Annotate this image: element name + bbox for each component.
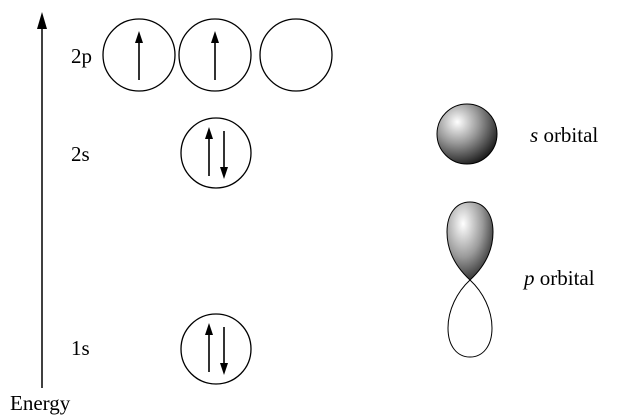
orbital-box-2p-2 [178,18,252,92]
level-2p: 2p [71,18,333,92]
p-orbital-lower-lobe-icon [447,279,493,358]
level-label-2s: 2s [71,142,90,166]
spin-up-arrow-icon [211,31,219,80]
level-label-2p: 2p [71,44,92,68]
energy-axis-label: Energy [10,391,71,415]
p-orbital-letter: p [522,266,535,290]
p-orbital-word: orbital [540,266,595,290]
p-orbital-upper-lobe-icon [446,201,494,281]
level-2s: 2s [71,117,252,189]
s-orbital-sphere-icon [436,103,498,165]
spin-down-arrow-icon [220,131,228,179]
spin-up-arrow-icon [205,127,213,176]
svg-text:s orbital: s orbital [530,123,598,147]
level-1s: 1s [71,313,252,385]
s-orbital: s orbital [436,103,598,165]
orbital-box-2p-1 [102,18,176,92]
energy-axis: Energy [10,12,71,415]
p-orbital: p orbital [446,201,595,358]
level-label-1s: 1s [71,336,90,360]
orbital-box-1s [180,313,252,385]
spin-down-arrow-icon [220,327,228,375]
spin-up-arrow-icon [135,31,143,80]
svg-text:p orbital: p orbital [522,266,595,290]
spin-up-arrow-icon [205,323,213,372]
s-orbital-word: orbital [543,123,598,147]
orbital-box-2s [180,117,252,189]
energy-axis-arrowhead-icon [37,12,47,29]
s-orbital-letter: s [530,123,538,147]
orbital-box-2p-3 [259,18,333,92]
